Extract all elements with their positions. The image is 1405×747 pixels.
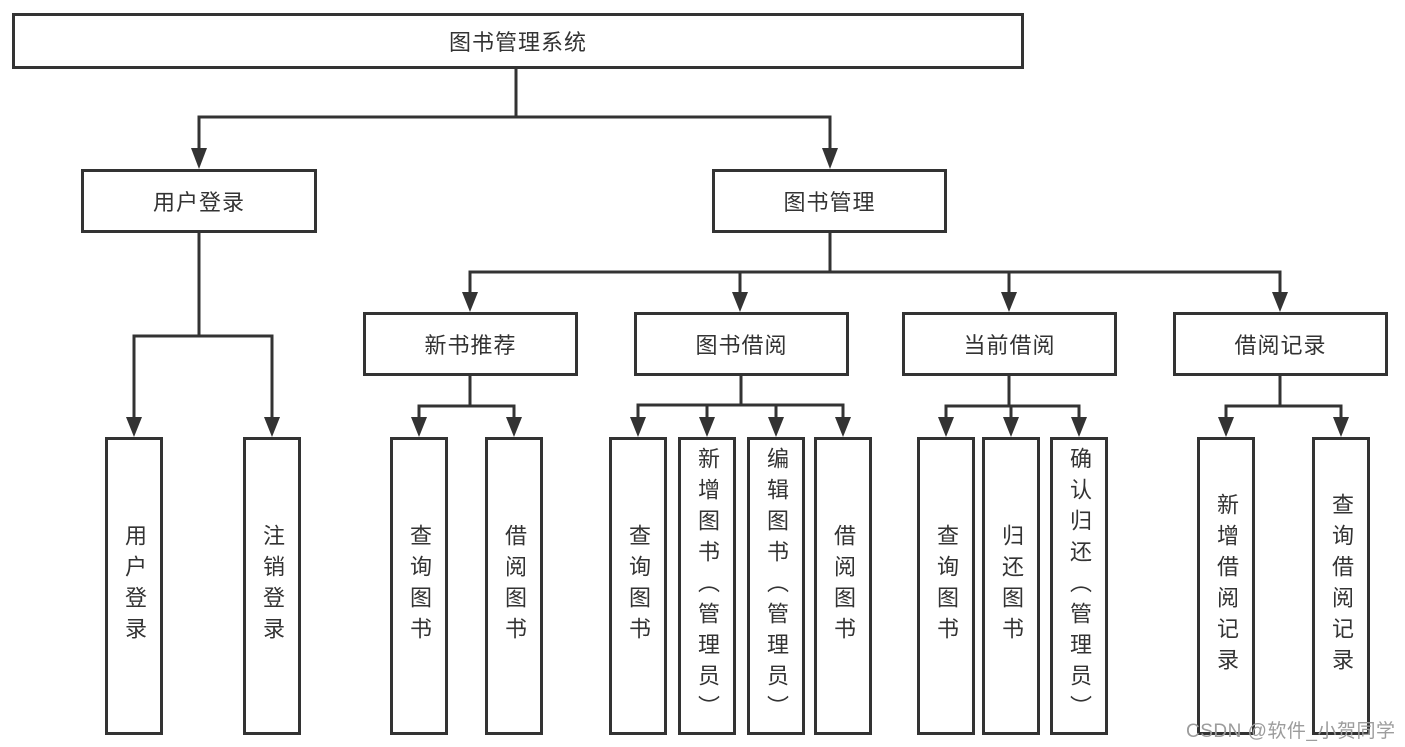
leaf-confirm-return-admin: 确认归还（管理员）	[1050, 437, 1108, 735]
leaf-label: 注销登录	[260, 524, 285, 648]
leaf-label: 查询借阅记录	[1329, 493, 1354, 679]
node-current-borrow: 当前借阅	[902, 312, 1117, 376]
arrow-down-icon	[1001, 292, 1017, 312]
node-book-borrow: 图书借阅	[634, 312, 849, 376]
arrow-down-icon	[462, 292, 478, 312]
leaf-label: 确认归还（管理员）	[1067, 446, 1092, 726]
leaf-label: 借阅图书	[831, 524, 856, 648]
arrowheads	[126, 148, 1349, 437]
node-label: 图书管理	[783, 190, 876, 215]
leaf-user-login: 用户登录	[105, 437, 163, 735]
arrow-down-icon	[768, 417, 784, 437]
arrow-down-icon	[732, 292, 748, 312]
leaf-label: 编辑图书（管理员）	[764, 446, 789, 726]
connector-current-leaves	[944, 376, 1081, 421]
arrow-down-icon	[1218, 417, 1234, 437]
leaf-add-books-admin: 新增图书（管理员）	[678, 437, 736, 735]
leaf-label: 查询图书	[626, 524, 651, 648]
connector-recommend-leaves	[417, 376, 516, 421]
node-label: 图书借阅	[695, 333, 788, 358]
arrow-down-icon	[699, 417, 715, 437]
leaf-query-books: 查询图书	[917, 437, 975, 735]
leaf-query-books: 查询图书	[609, 437, 667, 735]
leaf-borrow-books: 借阅图书	[814, 437, 872, 735]
arrow-down-icon	[1272, 292, 1288, 312]
connector-login-leaves	[132, 233, 274, 421]
leaf-label: 新增图书（管理员）	[695, 446, 720, 726]
node-user-login-branch: 用户登录	[81, 169, 317, 233]
leaf-edit-books-admin: 编辑图书（管理员）	[747, 437, 805, 735]
connector-root-to-level2	[197, 68, 832, 152]
leaf-add-borrow-record: 新增借阅记录	[1197, 437, 1255, 735]
arrow-down-icon	[506, 417, 522, 437]
leaf-label: 用户登录	[122, 524, 147, 648]
leaf-label: 查询图书	[934, 524, 959, 648]
arrow-down-icon	[1333, 417, 1349, 437]
node-root: 图书管理系统	[12, 13, 1024, 69]
arrow-down-icon	[1071, 417, 1087, 437]
leaf-label: 借阅图书	[502, 524, 527, 648]
arrow-down-icon	[938, 417, 954, 437]
arrow-down-icon	[1003, 417, 1019, 437]
node-label: 当前借阅	[963, 333, 1056, 358]
csdn-watermark: CSDN @软件_小贺同学	[1186, 721, 1396, 742]
leaf-label: 查询图书	[407, 524, 432, 648]
leaf-logout: 注销登录	[243, 437, 301, 735]
node-book-management-branch: 图书管理	[712, 169, 947, 233]
leaf-label: 归还图书	[999, 524, 1024, 648]
connector-records-leaves	[1224, 376, 1343, 421]
leaf-return-books: 归还图书	[982, 437, 1040, 735]
node-label: 借阅记录	[1234, 333, 1327, 358]
node-label: 新书推荐	[424, 333, 517, 358]
leaf-query-books: 查询图书	[390, 437, 448, 735]
arrow-down-icon	[630, 417, 646, 437]
connector-mgmt-to-level3	[468, 233, 1282, 296]
arrow-down-icon	[822, 148, 838, 169]
leaf-query-borrow-record: 查询借阅记录	[1312, 437, 1370, 735]
arrow-down-icon	[264, 417, 280, 437]
node-borrow-records: 借阅记录	[1173, 312, 1388, 376]
arrow-down-icon	[191, 148, 207, 169]
arrow-down-icon	[126, 417, 142, 437]
arrow-down-icon	[411, 417, 427, 437]
node-label: 用户登录	[152, 190, 245, 215]
node-root-label: 图书管理系统	[448, 30, 587, 55]
leaf-label: 新增借阅记录	[1214, 493, 1239, 679]
arrow-down-icon	[835, 417, 851, 437]
leaf-borrow-books: 借阅图书	[485, 437, 543, 735]
node-new-book-recommend: 新书推荐	[363, 312, 578, 376]
connector-borrow-leaves	[636, 376, 845, 421]
